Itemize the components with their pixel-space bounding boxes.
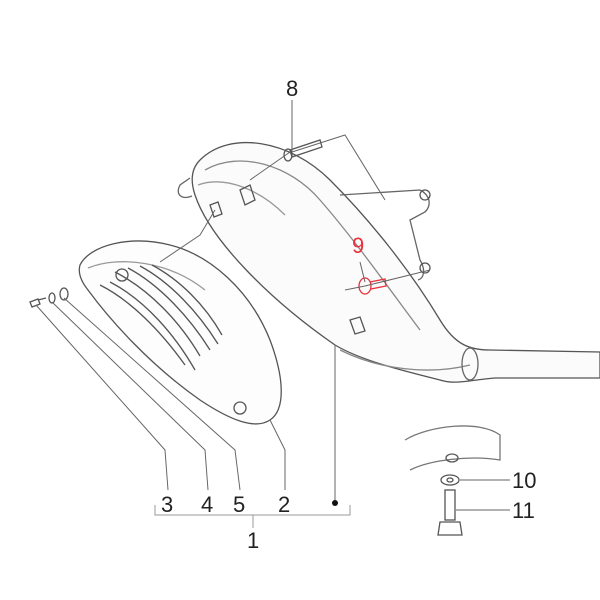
label-part-3: 3 xyxy=(161,492,174,517)
screw-9 xyxy=(358,277,387,295)
label-part-4: 4 xyxy=(201,492,214,517)
label-part-10: 10 xyxy=(512,468,537,493)
leader-lines xyxy=(35,100,510,528)
heat-shield xyxy=(78,240,282,425)
label-part-9: 9 xyxy=(352,233,365,258)
assembly-dot xyxy=(332,500,338,506)
label-part-5: 5 xyxy=(233,492,246,517)
label-part-1: 1 xyxy=(247,528,260,553)
label-part-2: 2 xyxy=(278,492,291,517)
label-part-11: 11 xyxy=(512,498,535,523)
fasteners-3-4-5 xyxy=(29,287,69,308)
label-part-8: 8 xyxy=(286,76,299,101)
muffler-body xyxy=(177,141,600,383)
stand-mount xyxy=(404,425,501,536)
bolt-8 xyxy=(283,139,323,162)
